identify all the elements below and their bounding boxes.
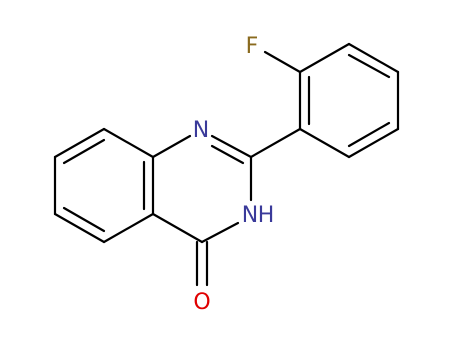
atom-labels: F N N H O xyxy=(193,34,275,315)
bond-layer xyxy=(53,42,400,287)
bond-aryl-4-inner xyxy=(347,53,391,79)
bond-c-f xyxy=(263,50,302,74)
bond-aryl-5 xyxy=(298,42,351,74)
bond-benzo-bottom-left-inner xyxy=(62,206,106,233)
bond-n3-c4 xyxy=(200,221,240,244)
bond-aryl-1 xyxy=(298,127,351,159)
ring-nitrogen-label: N xyxy=(193,118,209,143)
bond-n1-c2-inner xyxy=(210,144,245,165)
bond-c4-c4a xyxy=(151,212,204,244)
bond-benzo-top-inner xyxy=(62,138,106,165)
nh-hydrogen-label: H xyxy=(258,203,275,228)
bond-benzo-top-right xyxy=(102,127,155,159)
bond-n1-c2 xyxy=(210,134,253,159)
nh-nitrogen-label: N xyxy=(242,203,258,228)
bond-benzo-bottom-right xyxy=(102,212,155,244)
carbonyl-oxygen-label: O xyxy=(193,290,210,315)
bond-aryl-2 xyxy=(347,127,400,159)
bond-benzo-top xyxy=(53,127,106,159)
bond-c8a-n1 xyxy=(151,134,192,159)
bond-aryl-2-inner xyxy=(347,121,391,148)
bond-c2-aryl xyxy=(249,127,302,159)
bond-aryl-4 xyxy=(347,42,400,74)
fluorine-label: F xyxy=(246,34,259,59)
bond-benzo-bottom-left xyxy=(53,212,106,244)
